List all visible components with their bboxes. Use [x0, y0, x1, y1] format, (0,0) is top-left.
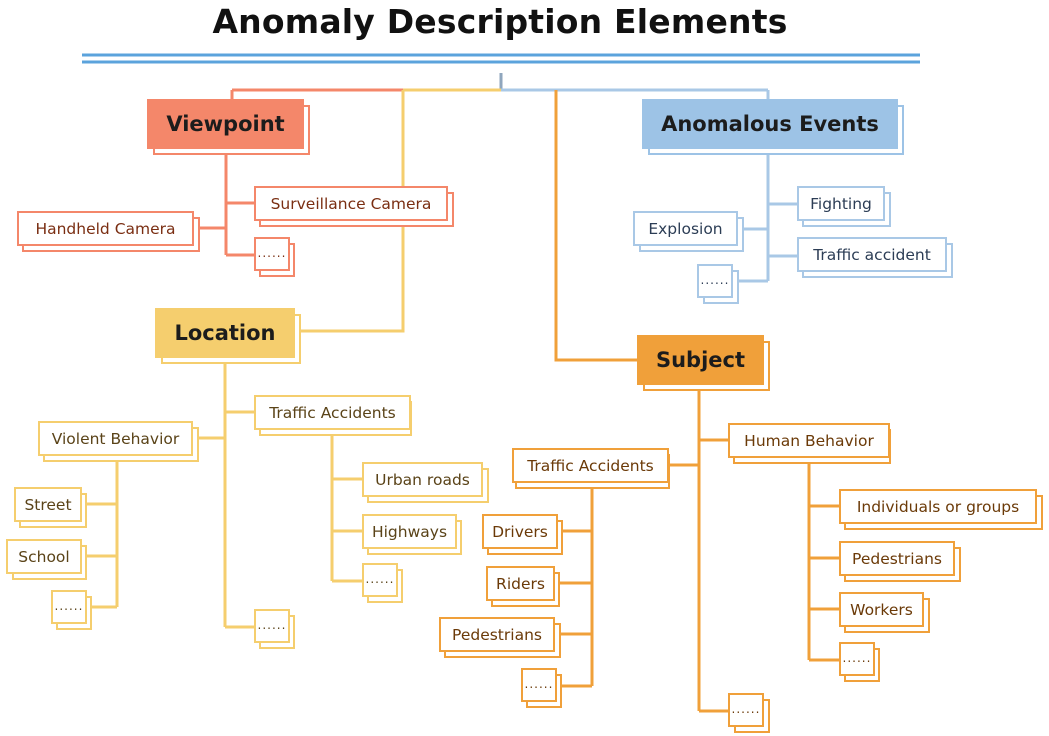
item-label: Urban roads	[375, 470, 470, 489]
viewpoint-label: Viewpoint	[166, 112, 285, 136]
item-label: Violent Behavior	[51, 429, 180, 448]
item-label: Pedestrians	[452, 625, 542, 644]
item-label: Fighting	[810, 194, 872, 213]
item-label: ......	[365, 572, 395, 586]
item-label: Workers	[850, 600, 913, 619]
item-label: ......	[842, 651, 872, 665]
events-label: Anomalous Events	[661, 112, 879, 136]
item-label: Drivers	[492, 522, 548, 541]
item-label: Human Behavior	[744, 431, 874, 450]
item-label: ......	[731, 702, 761, 716]
item-label: Street	[24, 495, 72, 514]
item-label: Traffic Accidents	[527, 456, 654, 475]
item-label: Handheld Camera	[35, 219, 176, 238]
viewpoint-item-surveillance-camera: Surveillance Camera	[254, 186, 448, 221]
location-more: ......	[254, 609, 290, 643]
subject-item-pedestrians-traffic: Pedestrians	[439, 617, 555, 652]
item-label: Highways	[371, 522, 448, 541]
diagram-title: Anomaly Description Elements	[212, 2, 788, 41]
location-item-street: Street	[14, 487, 82, 522]
location-item-highways: Highways	[362, 514, 457, 549]
location-item-school: School	[6, 539, 82, 574]
subject-human-more: ......	[839, 642, 875, 676]
location-label: Location	[174, 321, 276, 345]
item-label: School	[18, 547, 70, 566]
subject-more: ......	[728, 693, 764, 727]
subject-traffic-accidents: Traffic Accidents	[512, 448, 669, 483]
item-label: Individuals or groups	[856, 497, 1020, 516]
anomalous-events-node: Anomalous Events	[642, 99, 898, 149]
item-label: ......	[524, 677, 554, 691]
item-label: Surveillance Camera	[270, 194, 432, 213]
viewpoint-item-more: ......	[254, 237, 290, 271]
location-violent-more: ......	[51, 590, 87, 624]
events-item-explosion: Explosion	[633, 211, 738, 246]
events-item-more: ......	[697, 264, 733, 298]
subject-item-workers: Workers	[839, 592, 924, 627]
location-node: Location	[155, 308, 295, 358]
subject-node: Subject	[637, 335, 764, 385]
item-label: Traffic accident	[813, 245, 931, 264]
location-traffic-accidents: Traffic Accidents	[254, 395, 411, 430]
subject-traffic-more: ......	[521, 668, 557, 702]
subject-item-drivers: Drivers	[482, 514, 558, 549]
item-label: Traffic Accidents	[269, 403, 396, 422]
subject-item-individuals-or-groups: Individuals or groups	[839, 489, 1037, 524]
item-label: Pedestrians	[852, 549, 942, 568]
location-violent-behavior: Violent Behavior	[38, 421, 193, 456]
subject-label: Subject	[655, 348, 746, 372]
item-label: ......	[257, 246, 287, 260]
subject-item-pedestrians: Pedestrians	[839, 541, 955, 576]
item-label: ......	[700, 273, 730, 287]
location-traffic-more: ......	[362, 563, 398, 597]
item-label: Explosion	[648, 219, 723, 238]
events-item-traffic-accident: Traffic accident	[797, 237, 947, 272]
viewpoint-item-handheld-camera: Handheld Camera	[17, 211, 194, 246]
item-label: Riders	[496, 574, 545, 593]
location-item-urban-roads: Urban roads	[362, 462, 483, 497]
subject-human-behavior: Human Behavior	[728, 423, 890, 458]
item-label: ......	[54, 599, 84, 613]
subject-item-riders: Riders	[486, 566, 555, 601]
item-label: ......	[257, 618, 287, 632]
events-item-fighting: Fighting	[797, 186, 885, 221]
viewpoint-node: Viewpoint	[147, 99, 304, 149]
